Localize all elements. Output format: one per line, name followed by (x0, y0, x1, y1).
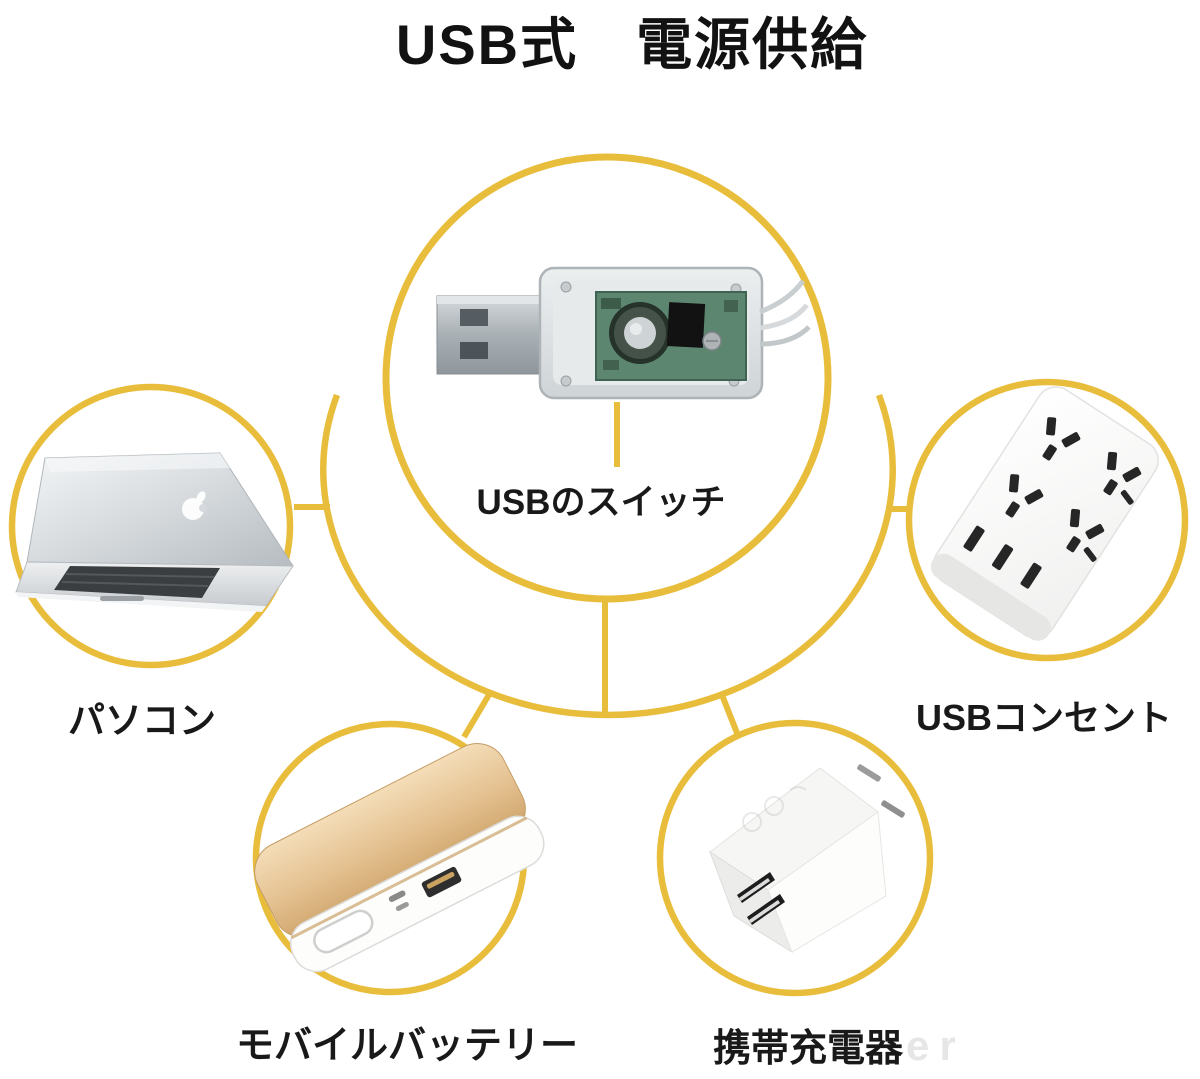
hub-label: USBのスイッチ (476, 483, 726, 522)
outlet-circle (905, 378, 1189, 662)
mobile-power-bank-photo (254, 743, 545, 973)
laptop-circle (8, 383, 294, 669)
usb-power-strip-photo (930, 386, 1159, 641)
watermark-text: er (906, 1022, 966, 1069)
usb-switch-dongle-photo (436, 266, 811, 400)
charger-label: 携帯充電器 (712, 1028, 904, 1070)
laptop-photo (15, 452, 294, 612)
hub-circle (382, 153, 832, 603)
arc-to-battery-line (461, 691, 493, 739)
charger-circle (656, 719, 934, 997)
laptop-label: パソコン (68, 700, 216, 741)
apple-logo (182, 491, 207, 520)
arc-to-charger-line (719, 693, 740, 735)
outer-arc (320, 393, 896, 719)
usb-wall-charger-photo (708, 764, 905, 954)
connector-arcs (294, 393, 911, 739)
outlet-label: USBコンセント (915, 697, 1173, 738)
page-title: USB式 電源供給 (395, 13, 869, 76)
node-rings (8, 153, 1189, 997)
battery-label: モバイルバッテリー (235, 1025, 579, 1067)
